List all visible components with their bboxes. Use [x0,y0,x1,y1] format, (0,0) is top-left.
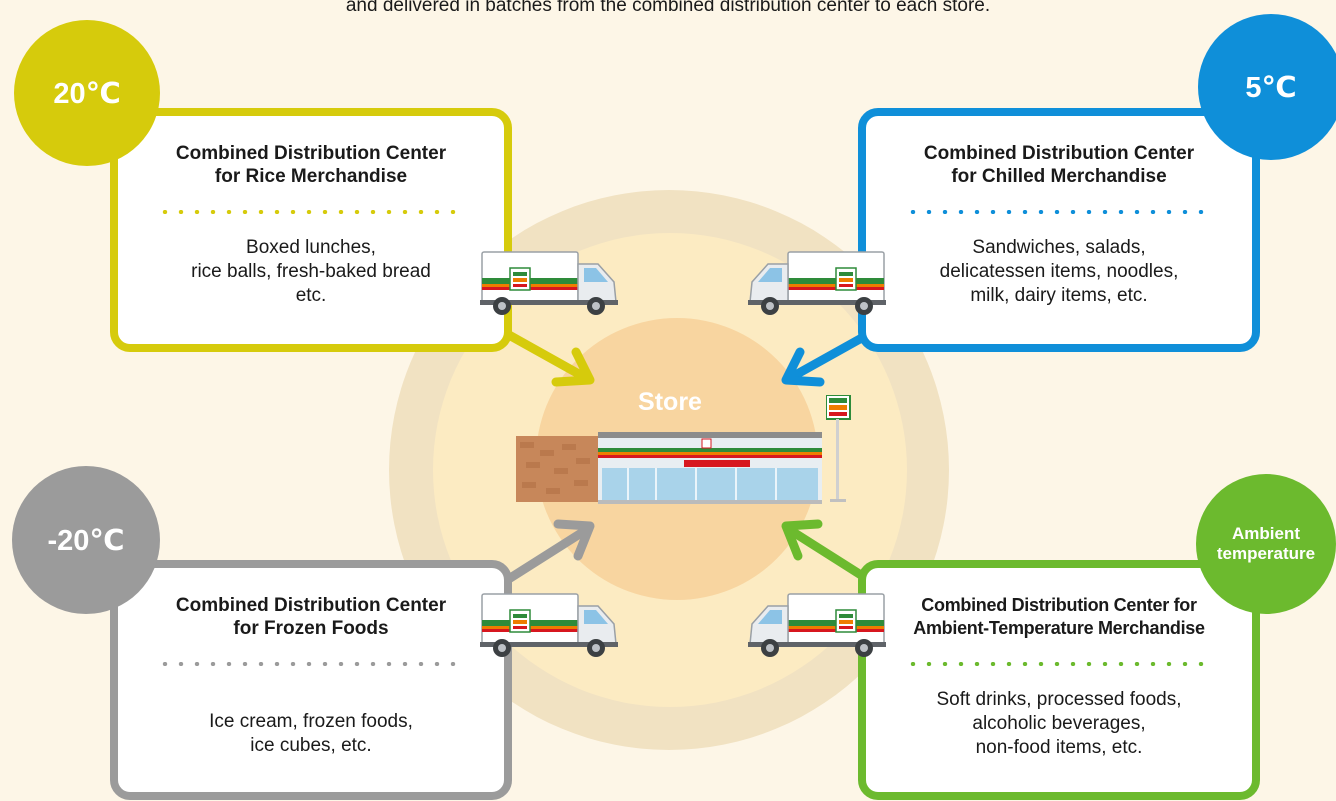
chilled-center-card: Combined Distribution Center for Chilled… [858,108,1260,352]
rice-center-card: Combined Distribution Center for Rice Me… [110,108,512,352]
dotted-divider [905,662,1213,666]
rice-center-items: Boxed lunches, rice balls, fresh-baked b… [191,237,431,306]
frozen-center-items: Ice cream, frozen foods, ice cubes, etc. [209,711,413,756]
arrow-frozen-to-store [499,519,595,587]
rice-temperature-badge: 20℃ [14,20,160,166]
frozen-temperature-badge: -20℃ [12,466,160,614]
ambient-center-items: Soft drinks, processed foods, alcoholic … [936,689,1182,758]
delivery-truck-icon [480,593,618,657]
dotted-divider [905,210,1213,214]
intro-caption: and delivered in batches from the combin… [345,0,991,16]
store-pole-sign-icon [826,395,851,502]
delivery-truck-icon [480,251,618,315]
delivery-truck-icon [748,251,886,315]
delivery-truck-icon [748,593,886,657]
frozen-center-title: Combined Distribution Center for Frozen … [175,595,447,639]
convenience-store-icon [516,432,822,504]
store-label: Store [638,388,702,416]
dotted-divider [157,662,465,666]
ambient-center-title: Combined Distribution Center for Ambient… [913,595,1205,638]
ambient-center-card: Combined Distribution Center for Ambient… [858,560,1260,800]
ambient-temperature-badge: Ambient temperature [1196,474,1336,614]
chilled-temperature-badge: 5℃ [1198,14,1336,160]
chilled-center-title: Combined Distribution Center for Chilled… [923,143,1195,187]
dotted-divider [157,210,465,214]
arrow-rice-to-store [496,325,595,387]
chilled-center-items: Sandwiches, salads, delicatessen items, … [939,237,1179,306]
frozen-center-card: Combined Distribution Center for Frozen … [110,560,512,800]
rice-center-title: Combined Distribution Center for Rice Me… [175,143,447,187]
